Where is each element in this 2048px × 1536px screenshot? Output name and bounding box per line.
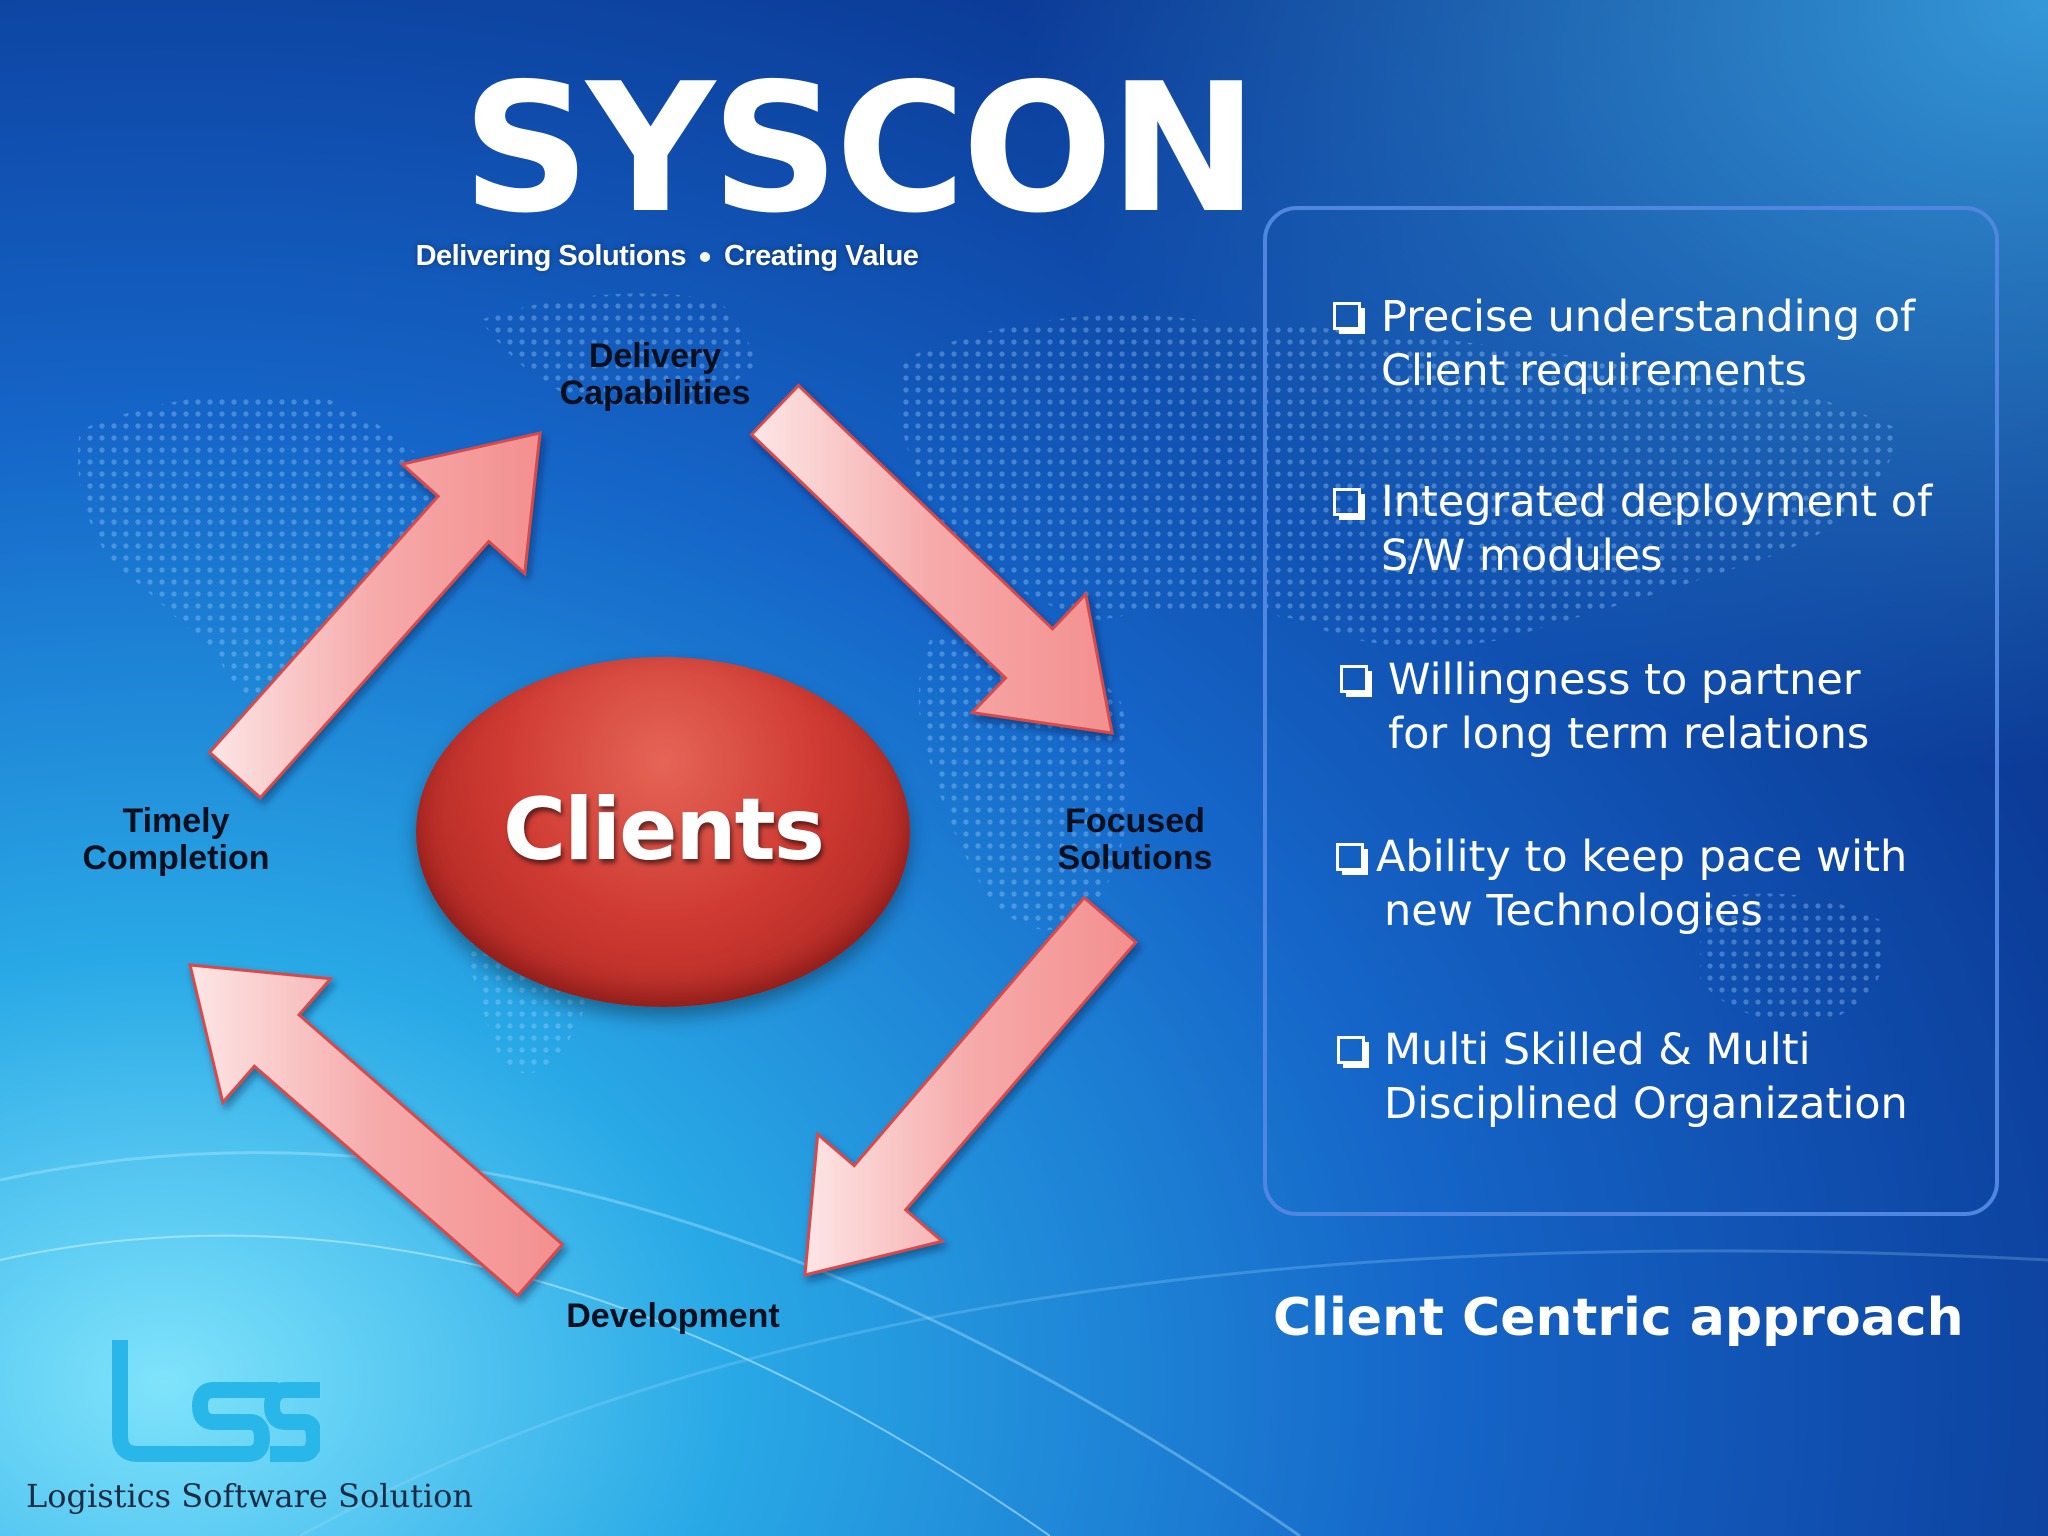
benefit-line1: Integrated deployment of bbox=[1381, 477, 1933, 527]
checkbox-icon bbox=[1333, 488, 1361, 516]
checkbox-icon bbox=[1337, 1036, 1365, 1064]
slide-caption: Client Centric approach bbox=[1273, 1288, 1964, 1348]
benefits-panel bbox=[1263, 206, 1999, 1216]
checkbox-icon bbox=[1333, 302, 1361, 330]
benefit-line2: Disciplined Organization bbox=[1384, 1079, 1908, 1129]
benefit-line2: S/W modules bbox=[1381, 531, 1663, 581]
benefit-line1: Willingness to partner bbox=[1388, 655, 1861, 705]
benefit-item: Precise understanding of Client requirem… bbox=[1381, 290, 1915, 398]
logo-tagline: Delivering Solutions Creating Value bbox=[402, 240, 932, 273]
stage-line1: Timely bbox=[122, 802, 230, 840]
stage-development: Development bbox=[548, 1298, 798, 1335]
checkbox-icon bbox=[1336, 843, 1364, 871]
arrow-to-development bbox=[803, 895, 1138, 1277]
checkbox-icon bbox=[1340, 665, 1368, 693]
arrow-to-timely bbox=[188, 963, 565, 1298]
benefit-line2: new Technologies bbox=[1384, 886, 1763, 936]
arrow-to-focused bbox=[749, 383, 1114, 735]
stage-line1: Development bbox=[566, 1297, 780, 1335]
benefit-line1: Precise understanding of bbox=[1381, 292, 1916, 342]
benefit-item: Willingness to partner for long term rel… bbox=[1388, 653, 1869, 761]
tagline-bullet bbox=[699, 252, 710, 263]
benefit-line2: Client requirements bbox=[1381, 346, 1807, 396]
stage-line1: Focused bbox=[1065, 802, 1205, 840]
stage-line2: Completion bbox=[82, 839, 270, 877]
stage-focused-solutions: Focused Solutions bbox=[1040, 803, 1230, 877]
clients-ellipse bbox=[416, 657, 910, 1007]
stage-delivery-capabilities: Delivery Capabilities bbox=[540, 338, 770, 412]
benefit-item: Multi Skilled & Multi Disciplined Organi… bbox=[1384, 1023, 1908, 1131]
stage-line2: Capabilities bbox=[559, 374, 751, 412]
benefit-line1: Multi Skilled & Multi bbox=[1384, 1025, 1811, 1075]
lss-company-name: Logistics Software Solution bbox=[26, 1477, 474, 1515]
benefit-item: Integrated deployment of S/W modules bbox=[1381, 475, 1932, 583]
tagline-right: Creating Value bbox=[723, 240, 919, 272]
benefit-line1: Ability to keep pace with bbox=[1376, 832, 1908, 882]
benefit-item: Ability to keep pace with new Technologi… bbox=[1376, 830, 1907, 938]
stage-line1: Delivery bbox=[588, 337, 722, 375]
clients-label: Clients bbox=[503, 780, 825, 880]
stage-timely-completion: Timely Completion bbox=[66, 803, 286, 877]
benefit-line2: for long term relations bbox=[1388, 709, 1870, 759]
lss-logo-icon bbox=[112, 1340, 320, 1462]
tagline-left: Delivering Solutions bbox=[415, 240, 687, 272]
stage-line2: Solutions bbox=[1057, 839, 1213, 877]
arrow-to-delivery bbox=[207, 431, 542, 800]
